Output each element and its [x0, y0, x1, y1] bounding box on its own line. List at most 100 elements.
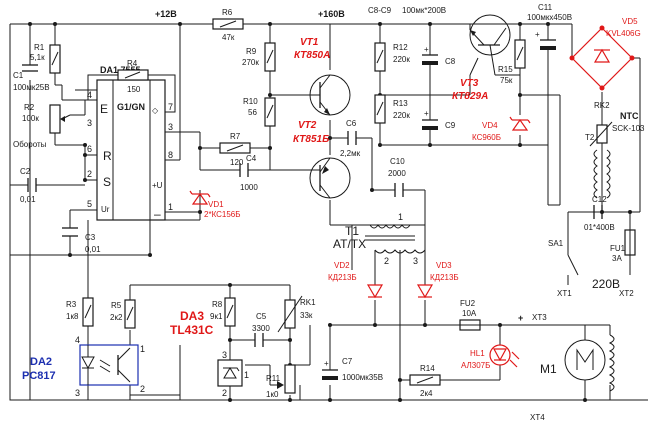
c4-label: С4	[246, 154, 257, 163]
capacitor-c4: С4 1000	[239, 154, 258, 192]
transistor-vt3: VT3 КТ829А	[452, 14, 511, 102]
c3-value: 0,01	[85, 245, 101, 254]
r2-value: 100к	[22, 114, 39, 123]
fu2-value: 10А	[462, 309, 477, 318]
r8-label: R8	[212, 300, 223, 309]
resistor-r4: R4 150	[117, 59, 149, 94]
chip-pin-s: S	[103, 175, 111, 189]
mains-voltage-label: 220В	[592, 277, 620, 291]
capacitor-c8: + С8	[422, 45, 456, 66]
da3-value: TL431C	[170, 323, 214, 337]
hl1-label: HL1	[470, 349, 485, 358]
t1-label: Т1	[345, 224, 359, 238]
fuse-fu2: FU2 10А	[459, 299, 481, 331]
vt3-value: КТ829А	[452, 91, 488, 102]
r1-label: R1	[34, 43, 45, 52]
r6-label: R6	[222, 8, 233, 17]
c8c9-value: 100мк*200В	[402, 6, 446, 15]
t1-winding-3: 3	[413, 256, 418, 266]
r14-value: 2к4	[420, 389, 433, 398]
c7-label: С7	[342, 357, 353, 366]
chip-pin-minus: –	[154, 207, 161, 221]
resistor-r12: R12 220к	[374, 42, 410, 72]
switch-sa1: SA1 XT1	[548, 239, 579, 298]
motor-m1: M1	[540, 334, 615, 392]
r8-value: 9к1	[210, 312, 223, 321]
r11-label: R11	[266, 374, 281, 383]
pin-5: 5	[87, 199, 92, 209]
rk1-value: 33к	[300, 311, 313, 320]
transistor-vt1: VT1 КТ850А	[294, 37, 351, 116]
led-hl1: HL1 АЛ307Б	[461, 344, 520, 370]
opto-pin-2: 2	[140, 384, 145, 394]
fu1-label: FU1	[610, 244, 626, 253]
c8c9-label: С8-С9	[368, 6, 392, 15]
c9-label: С9	[445, 121, 456, 130]
transformer-t2: Т2	[585, 133, 611, 200]
vt3-label: VT3	[460, 78, 479, 89]
c2-value: 0,01	[20, 195, 36, 204]
t1-winding-1: 1	[398, 212, 403, 222]
fuse-fu1: FU1 3А XT2	[610, 229, 636, 298]
diode-vd4: VD4 КС960Б	[472, 116, 531, 142]
c1-value: 100мк25В	[13, 83, 50, 92]
capacitor-c3: С3 0,01	[62, 227, 101, 254]
vd4-value: КС960Б	[472, 133, 501, 142]
transformer-t1: Т1 AT/TX 1 2 3	[333, 212, 426, 270]
chip-pin-plusu: +U	[152, 181, 163, 190]
m1-label: M1	[540, 362, 557, 376]
r5-value: 2к2	[110, 313, 123, 322]
c1-label: С1	[13, 71, 24, 80]
resistor-r13: R13 220к	[374, 94, 410, 124]
da3-pin-1: 1	[244, 370, 249, 380]
c11-label: С11	[538, 3, 553, 12]
c5-label: С5	[256, 312, 267, 321]
r4-label: R4	[127, 59, 138, 68]
pin-3: 3	[168, 122, 173, 132]
resistor-r8: R8 9к1	[210, 297, 236, 327]
c8-label: С8	[445, 57, 456, 66]
rk2-value: SCK-103	[612, 124, 645, 133]
rail-12v-label: +12В	[155, 9, 177, 19]
diode-vd2: VD2 КД213Б	[328, 261, 384, 299]
c9-plus: +	[424, 109, 429, 118]
vd3-label: VD3	[436, 261, 452, 270]
r15-label: R15	[498, 65, 513, 74]
opto-pin-4: 4	[75, 335, 80, 345]
r12-value: 220к	[393, 55, 410, 64]
potentiometer-r2: R2 100к Обороты	[13, 103, 71, 149]
resistor-r14: R14 2к4	[409, 364, 441, 398]
rk2-label: RK2	[594, 101, 610, 110]
vt2-label: VT2	[298, 120, 317, 131]
capacitor-c5: С5 3300	[252, 312, 270, 347]
rk1-label: RK1	[300, 298, 316, 307]
opto-pin-3: 3	[75, 388, 80, 398]
thermistor-rk2: RK2 NTC SCK-103	[589, 101, 645, 147]
vd3-value: КД213Б	[430, 273, 459, 282]
thermistor-rk1: RK1 33к	[277, 295, 316, 333]
r13-value: 220к	[393, 111, 410, 120]
c3-label: С3	[85, 233, 96, 242]
t1-winding-2: 2	[384, 256, 389, 266]
chip-pin-hyst: ◇	[152, 106, 159, 115]
vd5-value: KVL406G	[606, 29, 641, 38]
chip-pin-e: E	[100, 102, 108, 116]
da2-value: PC817	[22, 370, 56, 382]
hl1-value: АЛ307Б	[461, 361, 490, 370]
diode-vd1: VD1 2*КС156Б	[189, 190, 241, 219]
resistor-r7: R7 120	[219, 132, 251, 167]
chip-pin-ur: Ur	[101, 205, 110, 214]
r2-label: R2	[24, 103, 35, 112]
r11-value: 1к0	[266, 390, 279, 399]
xt4-label: XT4	[530, 413, 545, 422]
r7-label: R7	[230, 132, 241, 141]
xt3-label: XT3	[532, 313, 547, 322]
chip-function-label: G1/GN	[117, 102, 145, 112]
transistor-vt2: VT2 КТ851Б	[293, 120, 351, 199]
r1-value: 5,1к	[30, 53, 45, 62]
r9-label: R9	[246, 47, 257, 56]
r15-value: 75к	[500, 76, 513, 85]
capacitor-c11: + С11 100мкх450В	[527, 3, 572, 50]
pin-7: 7	[168, 102, 173, 112]
resistor-r6: R6 47к	[212, 8, 244, 42]
